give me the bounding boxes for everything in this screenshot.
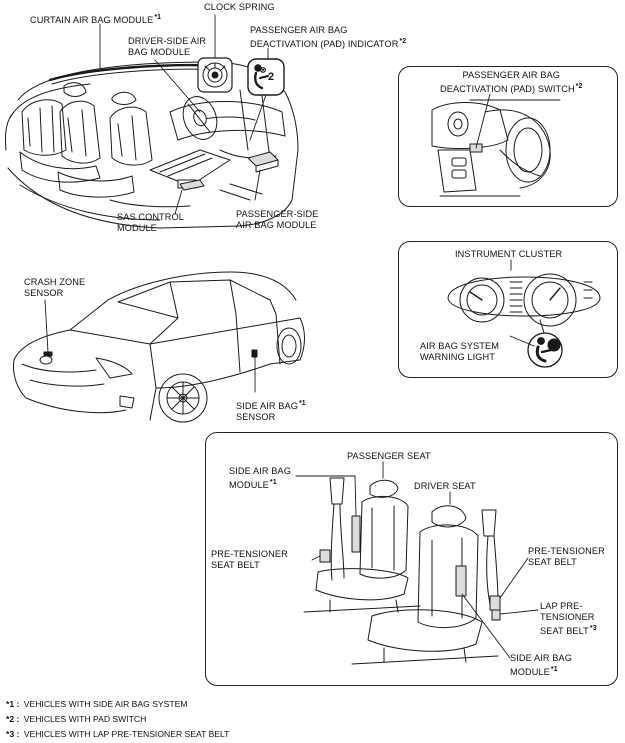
footnote-mark: *1 [298,400,306,407]
footnote-mark: *1 [550,666,558,673]
clock-spring-label: CLOCK SPRING [204,2,275,13]
label-line: MODULE [229,480,269,490]
label-line: CRASH ZONE [24,277,86,287]
side-air-bag-sensor-label: SIDE AIR BAG*1 SENSOR [236,398,306,423]
label-line: LAP PRE- [540,601,583,611]
curtain-air-bag-module-label: CURTAIN AIR BAG MODULE*1 [30,12,161,26]
pad-icon-subscript: 2 [268,72,274,83]
label-line: AIR BAG SYSTEM [420,341,500,351]
label-line: SEAT BELT [540,626,589,636]
label-line: SAS CONTROL [117,212,184,222]
lap-pre-tensioner-seat-belt-label: LAP PRE- TENSIONER SEAT BELT*3 [540,601,597,637]
sas-control-module-label: SAS CONTROL MODULE [117,212,184,234]
label-line: SEAT BELT [528,557,577,567]
footnote-mark: *1 [154,14,162,21]
label-line: PASSENGER AIR BAG [250,25,348,35]
footnote-2: *2 : VEHICLES WITH PAD SWITCH [6,714,146,725]
label-line: BAG MODULE [128,47,191,57]
clock-spring-text: CLOCK SPRING [204,2,275,12]
driver-side-air-bag-module-label: DRIVER-SIDE AIR BAG MODULE [128,36,206,58]
footnote-marker: *2 : [6,714,20,724]
footnote-mark: *2 [575,83,583,90]
pad-indicator-label: PASSENGER AIR BAG DEACTIVATION (PAD) IND… [250,25,406,50]
instrument-cluster-illustration [447,273,601,337]
label-line: AIR BAG MODULE [236,220,317,230]
vehicle-exterior-illustration [13,271,305,423]
instrument-cluster-panel [398,241,618,378]
driver-seat-text: DRIVER SEAT [414,481,476,491]
clock-spring-illustration [197,57,233,93]
pad-icon-number: 2 [268,71,275,83]
side-air-bag-module-left-label: SIDE AIR BAG MODULE*1 [229,466,291,491]
pre-tensioner-seat-belt-right-label: PRE-TENSIONER SEAT BELT [528,546,605,568]
label-line: TENSIONER [540,612,595,622]
pad-switch-label: PASSENGER AIR BAG DEACTIVATION (PAD) SWI… [440,70,583,95]
footnote-marker: *1 : [6,699,20,709]
label-line: PRE-TENSIONER [211,549,288,559]
footnote-text: VEHICLES WITH SIDE AIR BAG SYSTEM [23,699,188,709]
vehicle-interior-illustration [5,61,299,229]
footnote-marker: *3 : [6,729,20,739]
curtain-air-bag-module-text: CURTAIN AIR BAG MODULE [30,15,154,25]
footnote-mark: *1 [269,479,277,486]
driver-seat-label: DRIVER SEAT [414,481,476,492]
instrument-cluster-text: INSTRUMENT CLUSTER [455,249,563,259]
label-line: DEACTIVATION (PAD) INDICATOR [250,39,399,49]
airbag-warning-light-icon [527,332,563,368]
label-line: MODULE [510,667,550,677]
footnote-3: *3 : VEHICLES WITH LAP PRE-TENSIONER SEA… [6,729,229,740]
label-line: SENSOR [236,412,276,422]
side-air-bag-module-right-label: SIDE AIR BAG MODULE*1 [510,653,572,678]
footnote-text: VEHICLES WITH LAP PRE-TENSIONER SEAT BEL… [23,729,230,739]
label-line: SEAT BELT [211,560,260,570]
label-line: SIDE AIR BAG [229,466,291,476]
pad-switch-panel [398,66,618,207]
label-line: PASSENGER-SIDE [236,209,319,219]
label-line: PASSENGER AIR BAG [462,70,561,80]
label-line: SIDE AIR BAG [236,401,298,411]
label-line: SIDE AIR BAG [510,653,572,663]
passenger-side-air-bag-module-label: PASSENGER-SIDE AIR BAG MODULE [236,209,318,231]
label-line: DEACTIVATION (PAD) SWITCH [440,84,575,94]
label-line: PRE-TENSIONER [528,546,605,556]
crash-zone-sensor-label: CRASH ZONE SENSOR [24,277,85,299]
pad-indicator-icon [247,58,285,96]
label-line: DRIVER-SIDE AIR [128,36,207,46]
seats-illustration [303,477,501,665]
seats-panel [205,432,618,686]
passenger-seat-text: PASSENGER SEAT [347,451,431,461]
label-line: MODULE [117,223,157,233]
label-line: WARNING LIGHT [420,352,495,362]
footnote-1: *1 : VEHICLES WITH SIDE AIR BAG SYSTEM [6,699,188,710]
passenger-seat-label: PASSENGER SEAT [347,451,431,462]
footnote-text: VEHICLES WITH PAD SWITCH [23,714,147,724]
air-bag-warning-light-label: AIR BAG SYSTEM WARNING LIGHT [420,341,499,363]
pre-tensioner-seat-belt-left-label: PRE-TENSIONER SEAT BELT [211,549,288,571]
leader-lines [44,14,539,659]
footnote-mark: *3 [589,625,597,632]
footnote-mark: *2 [399,38,407,45]
label-line: SENSOR [24,288,64,298]
instrument-cluster-label: INSTRUMENT CLUSTER [455,249,562,260]
